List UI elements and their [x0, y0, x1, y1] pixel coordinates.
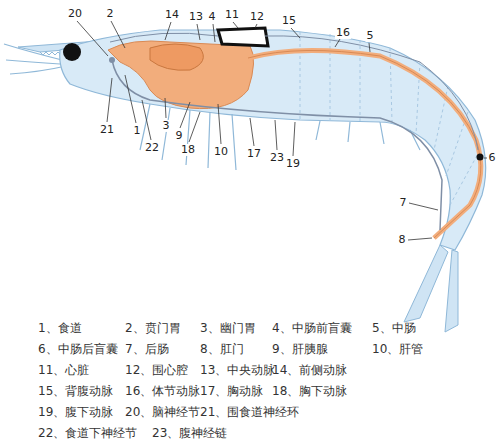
legend-text: 12、围心腔 [125, 364, 188, 377]
callout-number: 23 [269, 152, 285, 164]
legend-text: 22、食道下神经节 [38, 427, 137, 440]
callout-number: 4 [208, 11, 217, 23]
callout-number: 14 [164, 9, 180, 21]
callout-number: 3 [162, 120, 171, 132]
legend-text: 8、肛门 [200, 343, 244, 356]
legend-text: 2、贲门胃 [125, 322, 181, 335]
legend-text: 21、围食道神经环 [200, 406, 299, 419]
callout-number: 11 [224, 9, 240, 21]
legend-text: 5、中肠 [372, 322, 416, 335]
legend-text: 11、心脏 [38, 364, 89, 377]
legend-text: 13、中央动脉 [200, 364, 275, 377]
callout-number: 5 [366, 30, 375, 42]
legend-text: 15、背腹动脉 [38, 385, 113, 398]
legend-text: 9、肝胰腺 [272, 343, 328, 356]
legend-text: 6、中肠后盲囊 [38, 343, 118, 356]
legend-text: 1、食道 [38, 322, 82, 335]
callout-number: 10 [213, 146, 229, 158]
legend-text: 19、腹下动脉 [38, 406, 113, 419]
legend-text: 16、体节动脉 [125, 385, 200, 398]
callout-number: 12 [249, 11, 265, 23]
legend-text: 20、脑神经节 [125, 406, 200, 419]
callout-number: 18 [180, 144, 196, 156]
callout-number: 21 [99, 124, 115, 136]
callout-number: 9 [175, 130, 184, 142]
callout-number: 8 [398, 234, 407, 246]
legend-text: 18、胸下动脉 [272, 385, 347, 398]
callout-number: 15 [281, 15, 297, 27]
legend-text: 23、腹神经链 [152, 427, 227, 440]
legend-text: 7、后肠 [125, 343, 169, 356]
callout-number: 7 [399, 197, 408, 209]
callout-number: 17 [246, 148, 262, 160]
callout-number: 6 [488, 152, 497, 164]
callout-number: 1 [133, 125, 142, 137]
legend-text: 10、肝管 [372, 343, 423, 356]
legend-text: 4、中肠前盲囊 [272, 322, 352, 335]
legend-text: 14、前侧动脉 [272, 364, 347, 377]
callout-number: 2 [106, 8, 115, 20]
legend-text: 3、幽门胃 [200, 322, 256, 335]
callout-number: 20 [67, 8, 83, 20]
callout-number: 16 [335, 27, 351, 39]
callout-number: 22 [144, 142, 160, 154]
legend-text: 17、胸动脉 [200, 385, 263, 398]
callout-number: 13 [188, 11, 204, 23]
callout-number: 19 [285, 158, 301, 170]
